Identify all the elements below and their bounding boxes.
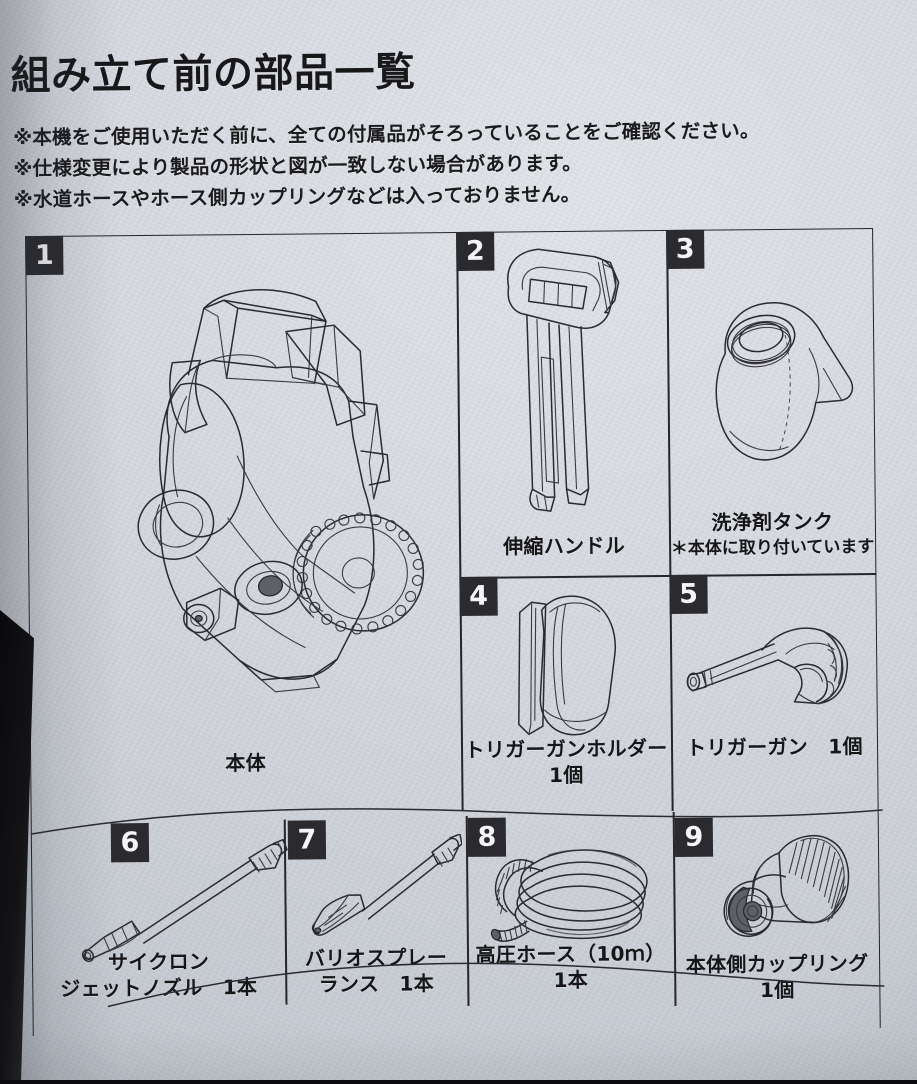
part-cell-5[interactable]: 5 [669, 573, 878, 811]
high-pressure-hose-drawing [488, 832, 669, 954]
part-cell-9[interactable]: 9 [673, 810, 881, 1006]
trigger-gun-holder-drawing [501, 585, 633, 751]
part-cell-8[interactable]: 8 [466, 812, 675, 1008]
part-number-badge-1: 1 [25, 235, 64, 276]
pressure-washer-body-drawing [75, 254, 439, 727]
divider-horizontal-row2-wavy [30, 808, 883, 835]
part-number-badge-4: 4 [459, 576, 498, 616]
detergent-tank-drawing [689, 290, 861, 472]
part-caption-3: 洗浄剤タンク ＊本体に取り付いています [669, 508, 876, 562]
part-caption-2: 伸縮ハンドル [503, 533, 626, 559]
part-cell-7[interactable]: 7 バリオスプレー ランス 1本 [284, 816, 468, 1010]
part-caption-4: トリガーガンホルダー 1個 [461, 735, 671, 789]
part-cell-4[interactable]: 4 トリガーガンホルダー 1個 [459, 575, 671, 813]
part-number-badge-2: 2 [456, 231, 495, 272]
part-note-3: ＊本体に取り付いています [670, 537, 875, 559]
sheet-bottom-wavy-edge [107, 962, 885, 1008]
part-cell-3[interactable]: 3 洗浄剤タンク ＊本体に取り付いています [666, 228, 876, 575]
part-cell-6[interactable]: 6 サイクロン ジェットノズル 1本 [31, 820, 289, 1012]
part-caption-1: 本体 [225, 750, 267, 776]
trigger-gun-drawing [682, 615, 863, 732]
cyclone-jet-nozzle-drawing [73, 838, 289, 965]
part-quantity-4: 1個 [548, 762, 584, 788]
vario-spray-lance-drawing [302, 833, 463, 956]
notes-block: ※本機をご使用いただく前に、全ての付属品がそろっていることをご確認ください。 ※… [13, 114, 874, 215]
page-title: 組み立て前の部品一覧 [10, 49, 416, 100]
part-number-badge-5: 5 [669, 574, 708, 614]
telescoping-handle-drawing [486, 238, 629, 529]
part-cell-1[interactable]: 1 [25, 232, 462, 814]
part-cell-2[interactable]: 2 [456, 230, 669, 577]
part-caption-5: トリガーガン 1個 [686, 734, 863, 760]
machine-side-coupling-drawing [705, 826, 856, 957]
part-number-badge-3: 3 [666, 229, 705, 269]
